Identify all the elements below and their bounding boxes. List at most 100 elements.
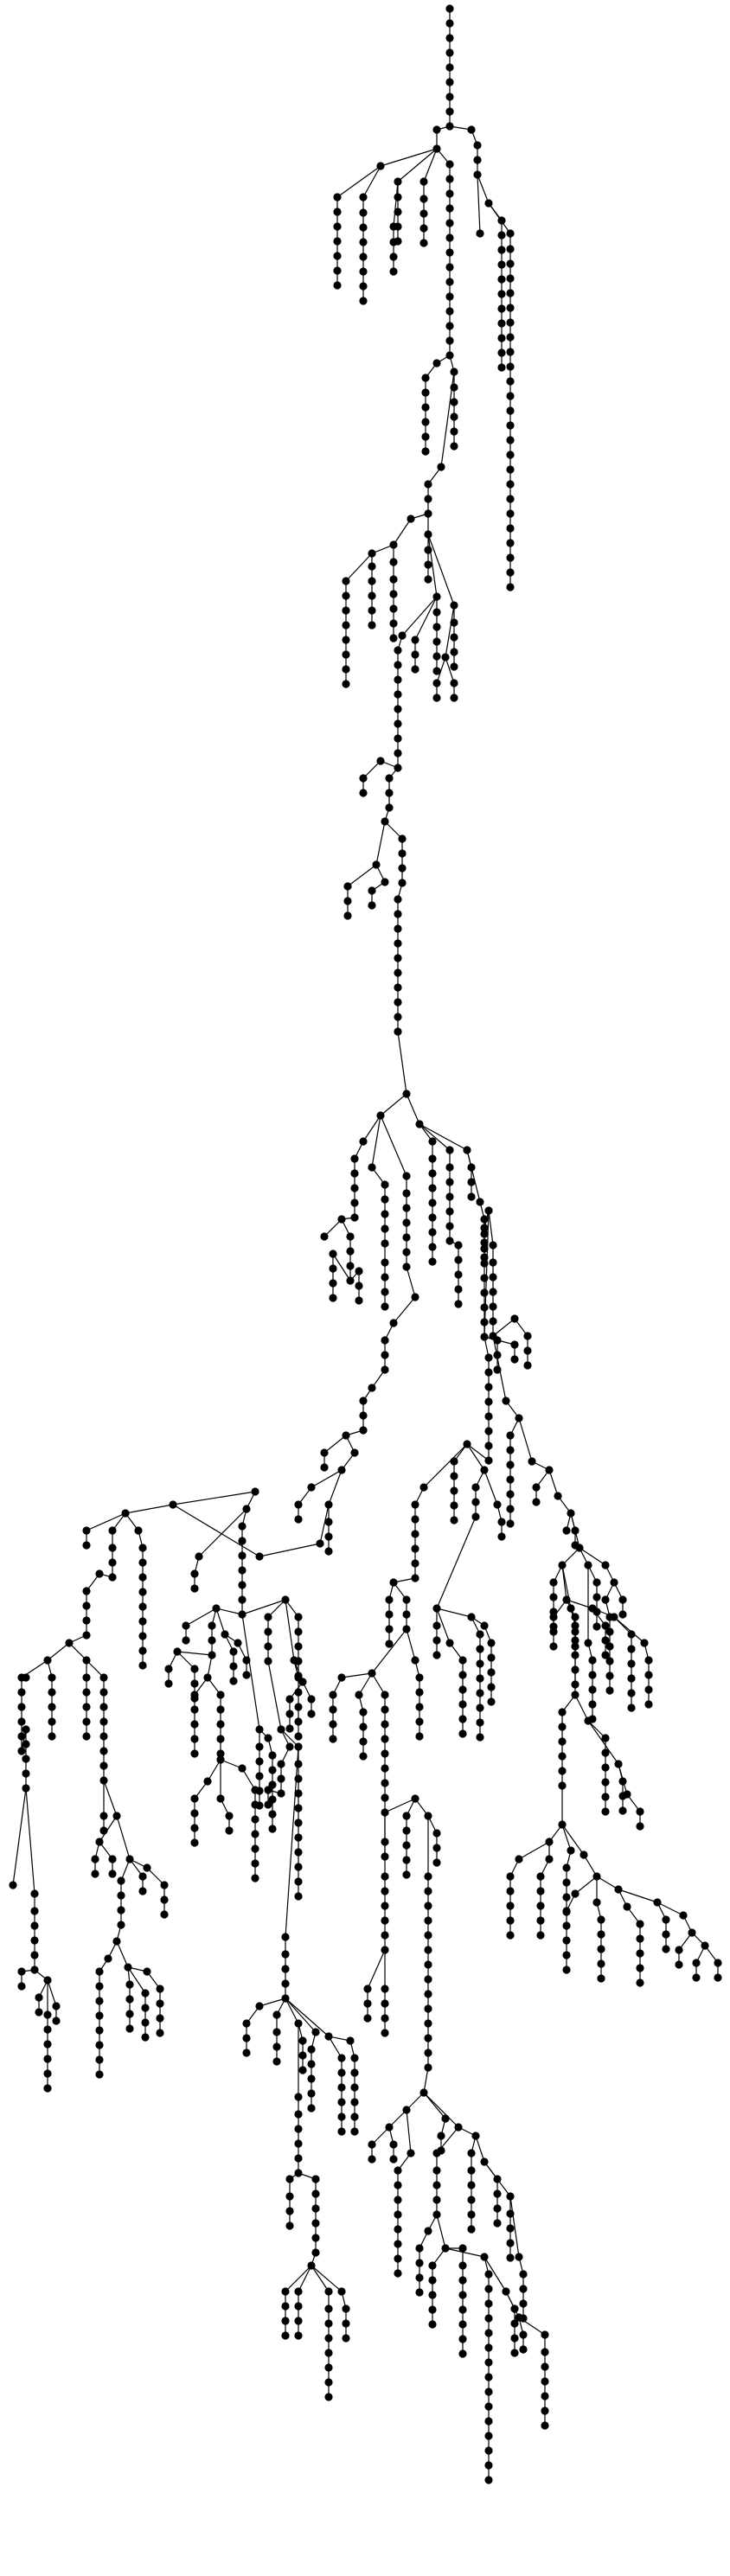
tree-node (614, 1885, 623, 1894)
tree-node (268, 1751, 277, 1760)
tree-node (398, 849, 407, 858)
tree-node (618, 1610, 627, 1619)
tree-node (541, 2377, 549, 2386)
tree-node (428, 1243, 437, 1251)
tree-node (432, 608, 441, 617)
tree-node (506, 1931, 515, 1940)
tree-edge (436, 656, 446, 684)
tree-node (445, 107, 454, 116)
tree-node (82, 1656, 91, 1665)
tree-edge (367, 1949, 386, 1990)
tree-node (294, 1688, 303, 1697)
tree-node (623, 1790, 631, 1799)
tree-node (489, 1317, 497, 1326)
tree-node (381, 1931, 389, 1940)
tree-node (22, 1740, 30, 1748)
tree-node (22, 1769, 30, 1778)
tree-node (17, 1732, 26, 1741)
tree-node (450, 694, 458, 702)
tree-node (272, 2057, 281, 2066)
tree-node (428, 2276, 437, 2285)
tree-node (692, 1973, 701, 1982)
tree-node (311, 2028, 320, 2036)
tree-node (52, 2002, 61, 2010)
tree-node (242, 1671, 251, 1679)
tree-node (99, 1673, 108, 1682)
tree-node (419, 2088, 428, 2097)
tree-node (333, 237, 342, 246)
tree-node (424, 1902, 432, 1910)
tree-node (458, 2320, 467, 2329)
tree-node (30, 1936, 39, 1945)
tree-node (489, 1273, 497, 1282)
tree-node (445, 1207, 454, 1216)
tree-node (432, 144, 441, 153)
tree-node (558, 1767, 567, 1775)
tree-node (294, 1703, 303, 1711)
tree-node (454, 2123, 463, 2132)
tree-node (281, 2287, 290, 2296)
tree-node (484, 1206, 493, 1215)
tree-node (467, 2210, 476, 2219)
tree-node (484, 2417, 493, 2426)
tree-node (82, 1616, 91, 1625)
tree-node (95, 1569, 104, 1578)
tree-node (558, 1723, 567, 1731)
tree-node (506, 318, 515, 327)
tree-node (242, 2019, 251, 2028)
tree-node (112, 1937, 121, 1946)
tree-node (493, 1500, 502, 1509)
tree-node (359, 1737, 368, 1746)
tree-edge (99, 1815, 118, 1843)
tree-node (294, 2154, 303, 2163)
tree-node (562, 1863, 571, 1872)
tree-node (506, 1461, 515, 1469)
tree-node (445, 78, 454, 86)
tree-node (381, 1210, 389, 1218)
tree-node (562, 1936, 571, 1945)
tree-node (506, 1872, 515, 1881)
tree-edge (401, 596, 438, 636)
tree-node (359, 1708, 368, 1716)
tree-node (471, 1512, 480, 1521)
tree-node (342, 621, 350, 630)
tree-node (381, 1365, 389, 1374)
tree-node (506, 304, 515, 312)
tree-node (82, 1688, 91, 1697)
tree-node (421, 388, 430, 397)
tree-node (487, 1639, 496, 1647)
tree-edge (466, 1443, 490, 1461)
tree-node (411, 1515, 419, 1524)
tree-node (22, 1784, 30, 1793)
tree-edge (505, 2291, 520, 2318)
tree-node (394, 661, 402, 669)
tree-node (510, 1340, 519, 1349)
tree-node (368, 1163, 376, 1172)
tree-node (143, 1863, 151, 1872)
tree-node (238, 1581, 247, 1589)
tree-node (17, 1688, 26, 1697)
tree-edge (384, 1798, 416, 1813)
tree-node (238, 1566, 247, 1575)
tree-node (156, 1999, 164, 2008)
tree-node (484, 1427, 493, 1435)
tree-node (381, 1735, 389, 1743)
tree-edge (574, 1694, 589, 1722)
tree-node (458, 1715, 467, 1723)
tree-node (506, 1902, 515, 1910)
tree-node (480, 1318, 489, 1326)
tree-edge (146, 1867, 165, 1886)
tree-node (605, 1613, 614, 1621)
tree-node (463, 1146, 471, 1154)
tree-node (82, 1526, 91, 1535)
tree-edge (419, 1123, 451, 1151)
tree-edge (336, 165, 381, 198)
tree-node (441, 653, 450, 662)
tree-node (381, 1852, 389, 1861)
tree-node (450, 427, 458, 436)
tree-node (190, 1665, 199, 1673)
tree-node (182, 1636, 190, 1645)
tree-node (506, 377, 515, 386)
tree-node (506, 1519, 515, 1528)
tree-edge (125, 1504, 174, 1514)
